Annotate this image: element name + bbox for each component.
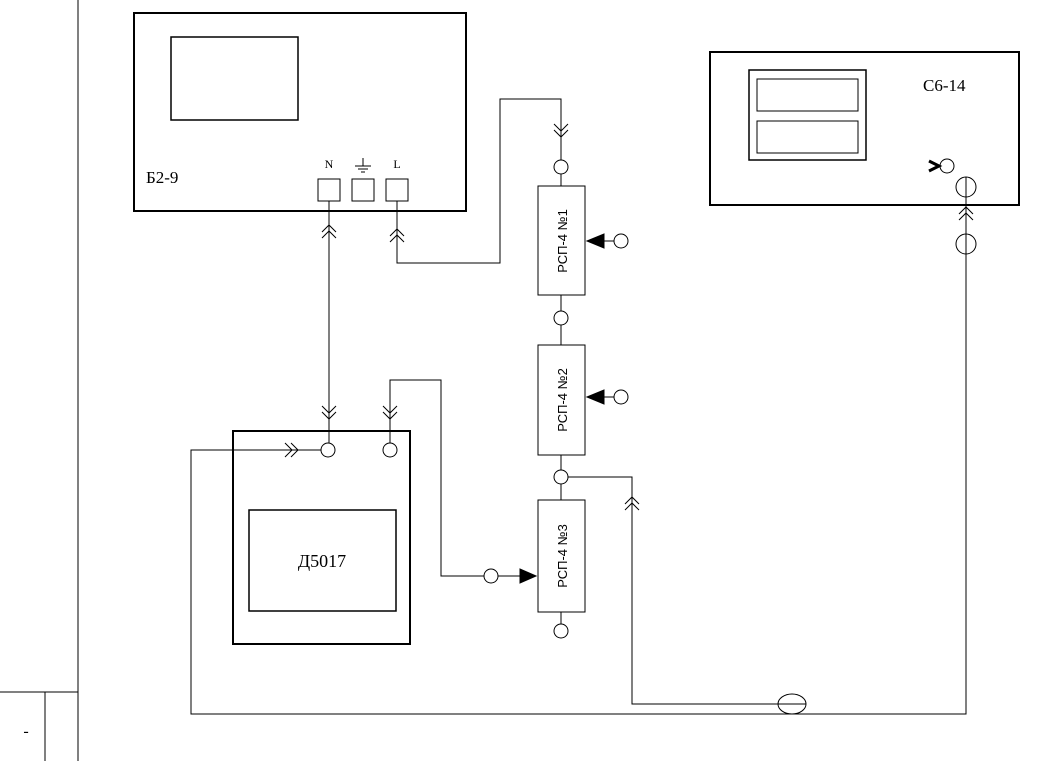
c6-14-input-arrow-icon — [928, 159, 943, 173]
rsp3-input-arrow-icon — [519, 568, 538, 584]
b2-9-display — [170, 36, 299, 121]
margin-stamp-text: - — [23, 723, 28, 740]
b2-9-body — [133, 12, 467, 212]
rsp1-knob — [613, 233, 629, 249]
d5017-label: Д5017 — [298, 551, 346, 571]
wire-outer-loop — [190, 177, 977, 715]
rsp1-knob-arrow-icon — [585, 233, 605, 249]
connector-chevron-icon — [321, 405, 337, 420]
wire-d5017-to-rsp3 — [382, 379, 484, 577]
connector-chevron-icon — [624, 496, 640, 511]
device-rsp4-1: РСП-4 №1 — [537, 159, 629, 326]
terminal-l-label: L — [393, 157, 400, 171]
rsp1-label: РСП-4 №1 — [555, 209, 570, 273]
d5017-body — [232, 430, 411, 645]
c6-14-display-upper — [756, 78, 859, 112]
terminal-l — [385, 178, 409, 202]
terminal-ground — [351, 178, 375, 202]
rsp1-jack-bottom — [553, 310, 569, 326]
connector-chevron-icon — [958, 206, 974, 221]
rsp2-knob — [613, 389, 629, 405]
rsp1-jack-top — [553, 159, 569, 175]
d5017-jack-2 — [382, 442, 398, 458]
rsp3-jack-bottom — [553, 623, 569, 639]
connector-chevron-icon — [389, 228, 405, 243]
rsp3-label: РСП-4 №3 — [555, 524, 570, 588]
rsp2-knob-arrow-icon — [585, 389, 605, 405]
device-c6-14: С6-14 — [709, 51, 1020, 206]
device-d5017: Д5017 — [232, 430, 411, 645]
connector-chevron-icon — [382, 405, 398, 420]
margin-stamp-box: - — [0, 691, 78, 761]
rsp3-input-jack — [483, 568, 499, 584]
rsp2-jack-bottom — [553, 469, 569, 485]
terminal-n — [317, 178, 341, 202]
terminal-n-label: N — [325, 157, 334, 171]
ground-symbol-icon — [355, 158, 371, 173]
connector-chevron-icon — [284, 442, 299, 458]
connector-chevron-icon — [321, 224, 337, 239]
device-rsp4-3: РСП-4 №3 — [483, 484, 586, 639]
rsp2-label: РСП-4 №2 — [555, 368, 570, 432]
wire-n-to-d5017 — [321, 201, 337, 443]
d5017-jack-1 — [320, 442, 336, 458]
c6-14-display-lower — [756, 120, 859, 154]
c6-14-display-frame — [748, 69, 867, 161]
d5017-display — [248, 509, 397, 612]
c6-14-label: С6-14 — [923, 76, 966, 95]
device-b2-9: Б2-9 N L — [133, 12, 467, 212]
c6-14-body — [709, 51, 1020, 206]
wire-rsp2-to-bottom — [568, 476, 781, 705]
c6-14-input-jack — [939, 158, 955, 174]
connector-chevron-icon — [553, 123, 569, 138]
wire-l-to-rsp1 — [389, 98, 569, 264]
b2-9-label: Б2-9 — [146, 168, 178, 187]
device-rsp4-2: РСП-4 №2 — [537, 325, 629, 485]
